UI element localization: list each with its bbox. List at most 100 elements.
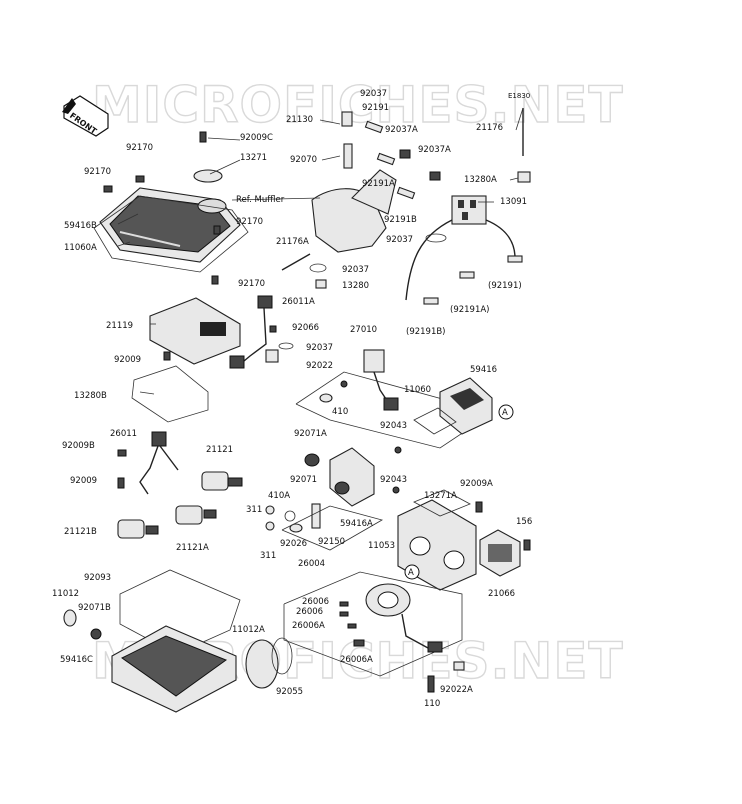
air-box-lower-59416c: [111, 625, 237, 713]
bolt-156: [523, 539, 531, 551]
bolt-92009-left: [117, 477, 125, 489]
part-label: 21121A: [176, 543, 209, 553]
grommet-92071b: [90, 628, 102, 640]
part-label: 92037: [386, 235, 413, 245]
callout-a-top: [498, 404, 514, 420]
callout-a-bottom-label: A: [408, 568, 414, 578]
clamp-92170b: [103, 185, 113, 193]
part-label: 92170: [238, 279, 265, 289]
part-label: 21121B: [64, 527, 97, 537]
part-label: E1830: [508, 92, 530, 100]
part-label: 21066: [488, 589, 515, 599]
sensor-27010: [363, 349, 399, 411]
screw-92066: [269, 325, 277, 333]
part-label: 21176: [476, 123, 503, 133]
part-label: 26006A: [340, 655, 373, 665]
clamp-92170a: [135, 175, 145, 183]
coil-21121: [201, 471, 243, 491]
part-label: 11053: [368, 541, 395, 551]
part-label: 311: [260, 551, 276, 561]
part-label: 13280B: [74, 391, 107, 401]
sensor-21176a: [281, 253, 311, 271]
part-label: 11060A: [64, 243, 97, 253]
label-layer: 92037 92191 21130 92037A 92070 92037A 92…: [52, 89, 532, 709]
part-label: 92055: [276, 687, 303, 697]
part-label: 92093: [84, 573, 111, 583]
part-label: 92037: [306, 343, 333, 353]
part-label: 13280A: [464, 175, 497, 185]
washer-311-a: [265, 505, 275, 515]
part-label: 92009: [70, 476, 97, 486]
clip-92037a-2: [429, 171, 441, 181]
part-label: 11060: [404, 385, 431, 395]
grommet-11012: [63, 609, 77, 627]
collar-92043-bottom: [392, 486, 400, 494]
collar-92022a: [453, 661, 465, 671]
part-label: (92191A): [450, 305, 490, 315]
part-label: 13280: [342, 281, 369, 291]
part-label: 26011: [110, 429, 137, 439]
part-label: 92043: [380, 475, 407, 485]
clamp-92170d: [211, 275, 219, 285]
holder-59416: [439, 377, 493, 435]
cap-11012a: [245, 637, 293, 689]
part-label: 92022: [306, 361, 333, 371]
water-hose-left: [405, 219, 453, 301]
bracket-13280: [315, 279, 327, 289]
part-label: 92009B: [62, 441, 95, 451]
clip-92037a-1: [399, 149, 411, 159]
part-label: 26011A: [282, 297, 315, 307]
part-label: Ref. Muffler: [236, 195, 285, 205]
grommet-92071a: [304, 453, 320, 467]
assembly-frame-2: [281, 505, 384, 551]
hose-92191: [364, 120, 384, 134]
part-label: 92026: [280, 539, 307, 549]
part-label: 92037: [360, 89, 387, 99]
part-label: (92191): [488, 281, 522, 291]
bolt-92009: [163, 351, 171, 361]
relay-block-13091: [451, 195, 487, 225]
part-label: 92009: [114, 355, 141, 365]
part-label: 92071B: [78, 603, 111, 613]
part-label: 59416A: [340, 519, 373, 529]
part-label: 92071A: [294, 429, 327, 439]
hose-92191b-paren: [423, 297, 439, 305]
muffler-ref: [311, 169, 397, 253]
part-label: 92070: [290, 155, 317, 165]
part-label: 59416C: [60, 655, 93, 665]
part-label: 92191B: [384, 215, 417, 225]
hose-92191a-paren: [459, 271, 475, 279]
collar-92022: [319, 393, 333, 403]
part-label: 92170: [126, 143, 153, 153]
part-label: 92037A: [418, 145, 451, 155]
washer-26006a-2: [353, 639, 365, 647]
part-label: 410A: [268, 491, 290, 501]
part-label: (92191B): [406, 327, 446, 337]
collar-92026: [289, 523, 303, 533]
part-label: 11012A: [232, 625, 265, 635]
part-label: 21121: [206, 445, 233, 455]
part-label: 21119: [106, 321, 133, 331]
part-label: 156: [516, 517, 532, 527]
coil-21121b: [117, 519, 159, 539]
collar-92043-top: [394, 446, 402, 454]
part-label: 92009A: [460, 479, 493, 489]
plate-13280b: [131, 365, 209, 423]
bolt-92009b: [117, 449, 127, 457]
hose-92191a: [376, 152, 396, 166]
part-label: 21176A: [276, 237, 309, 247]
bracket-59416a: [329, 447, 375, 507]
clamp-92170c: [213, 225, 221, 235]
spark-plug-cap: [341, 111, 353, 127]
part-label: 26006: [296, 607, 323, 617]
ecu-21119: [149, 297, 241, 365]
part-label: 21130: [286, 115, 313, 125]
part-label: 110: [424, 699, 440, 709]
part-label: 59416B: [64, 221, 97, 231]
part-label: 92071: [290, 475, 317, 485]
grommet-92071: [334, 481, 350, 495]
coil-21121a: [175, 505, 217, 525]
part-label: 11012: [52, 589, 79, 599]
